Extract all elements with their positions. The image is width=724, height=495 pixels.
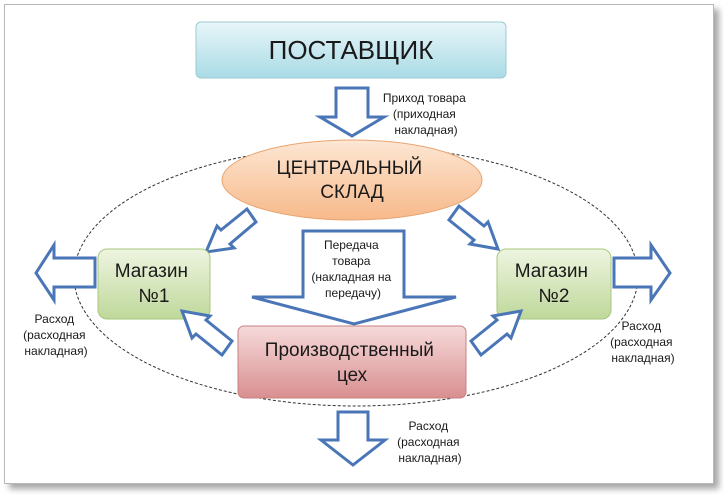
arrow-workshop-to-store1 <box>179 309 235 358</box>
expense-right-note: Расход (расходная накладная) <box>610 319 676 365</box>
arrow-to-store2 <box>446 203 501 251</box>
arrow-out-left <box>34 239 97 305</box>
expense-bottom-note: Расход (расходная накладная) <box>397 419 463 465</box>
arrow-to-store1 <box>203 206 259 254</box>
warehouse-label: ЦЕНТРАЛЬНЫЙ СКЛАД <box>277 157 428 203</box>
workshop-box <box>237 325 467 399</box>
arrow-workshop-to-store2 <box>468 309 524 358</box>
store1-label: Магазин №1 <box>115 261 194 307</box>
supplier-box <box>195 21 507 79</box>
receipt-note: Приход товара (приходная накладная) <box>383 91 469 137</box>
arrow-out-bottom <box>316 410 390 467</box>
expense-left-note: Расход (расходная накладная) <box>23 312 89 358</box>
store2-box <box>496 248 612 320</box>
arrow-out-right <box>612 240 672 305</box>
store1-box <box>97 248 211 320</box>
arrow-down-to-warehouse <box>314 86 390 138</box>
supplier-label: ПОСТАВЩИК <box>269 35 434 65</box>
warehouse-ellipse <box>221 139 483 221</box>
store2-label: Магазин №2 <box>515 261 594 307</box>
transfer-note: Передача товара (накладная на передачу) <box>311 238 394 300</box>
arrow-transfer-to-workshop <box>251 229 457 326</box>
workshop-label: Производственный цех <box>265 340 439 386</box>
